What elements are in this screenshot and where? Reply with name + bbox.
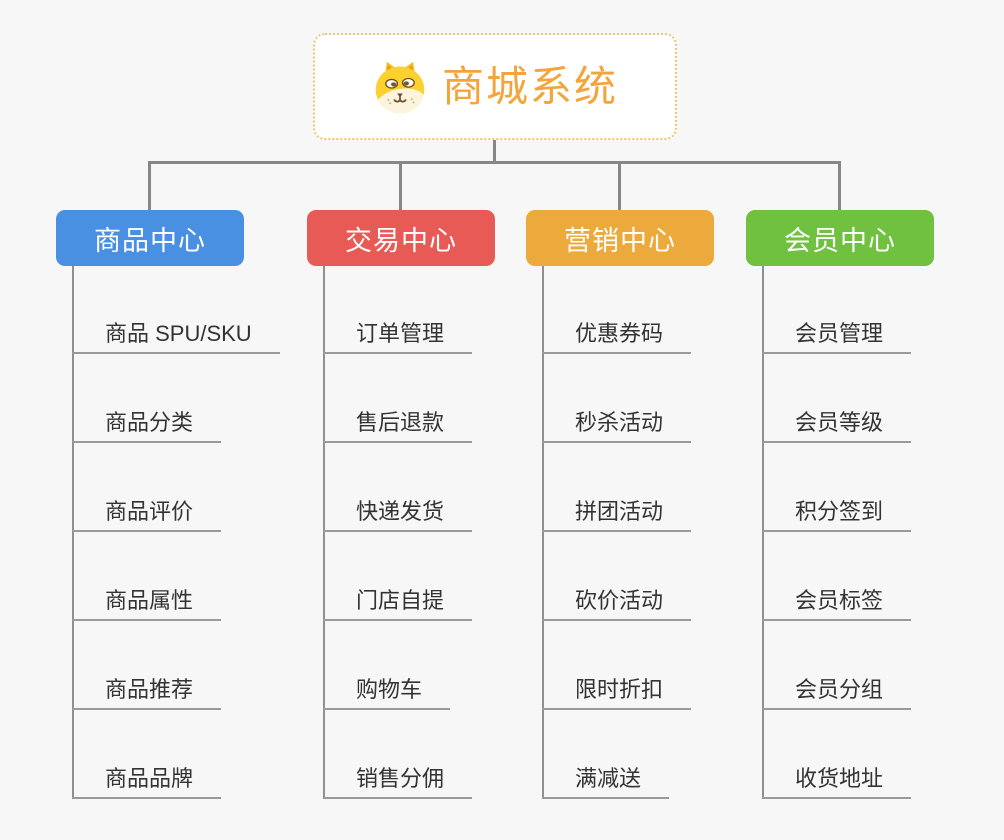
child-topic[interactable]: 商品推荐: [72, 664, 222, 710]
branch-label: 营销中心: [564, 225, 676, 256]
child-topic[interactable]: 秒杀活动: [542, 397, 692, 443]
child-topic[interactable]: 订单管理: [323, 308, 473, 354]
shiba-dog-icon: [375, 61, 425, 113]
child-topic[interactable]: 商品分类: [72, 397, 222, 443]
child-topic[interactable]: 限时折扣: [542, 664, 692, 710]
child-topic[interactable]: 满减送: [542, 753, 670, 799]
child-topic[interactable]: 商品 SPU/SKU: [72, 308, 280, 354]
child-topic[interactable]: 购物车: [323, 664, 451, 710]
child-topic[interactable]: 快递发货: [323, 486, 473, 532]
child-topic[interactable]: 会员分组: [762, 664, 912, 710]
connector-spine-4: [762, 266, 764, 799]
branch-label: 商品中心: [94, 225, 206, 256]
connector-spine-3: [542, 266, 544, 799]
child-topic[interactable]: 商品评价: [72, 486, 222, 532]
branch-node-trade-center[interactable]: 交易中心: [307, 210, 495, 266]
child-topic[interactable]: 积分签到: [762, 486, 912, 532]
child-topic[interactable]: 优惠券码: [542, 308, 692, 354]
branch-node-marketing-center[interactable]: 营销中心: [526, 210, 714, 266]
connector-drop-4: [838, 161, 841, 211]
branch-node-product-center[interactable]: 商品中心: [56, 210, 244, 266]
child-topic[interactable]: 商品品牌: [72, 753, 222, 799]
child-topic[interactable]: 商品属性: [72, 575, 222, 621]
connector-drop-1: [148, 161, 151, 211]
child-topic[interactable]: 售后退款: [323, 397, 473, 443]
branch-label: 交易中心: [345, 225, 457, 256]
connector-drop-3: [618, 161, 621, 211]
connector-spine-2: [323, 266, 325, 799]
child-topic[interactable]: 会员标签: [762, 575, 912, 621]
child-topic[interactable]: 会员等级: [762, 397, 912, 443]
connector-root-stem: [493, 140, 496, 164]
child-topic[interactable]: 门店自提: [323, 575, 473, 621]
root-title: 商城系统: [441, 62, 618, 110]
child-topic[interactable]: 砍价活动: [542, 575, 692, 621]
branch-label: 会员中心: [784, 225, 896, 256]
connector-drop-2: [399, 161, 402, 211]
connector-spine-1: [72, 266, 74, 799]
child-topic[interactable]: 拼团活动: [542, 486, 692, 532]
connector-bus: [148, 161, 841, 164]
child-topic[interactable]: 会员管理: [762, 308, 912, 354]
child-topic[interactable]: 销售分佣: [323, 753, 473, 799]
child-topic[interactable]: 收货地址: [762, 753, 912, 799]
root-node[interactable]: 商城系统: [313, 33, 677, 140]
branch-node-member-center[interactable]: 会员中心: [746, 210, 934, 266]
